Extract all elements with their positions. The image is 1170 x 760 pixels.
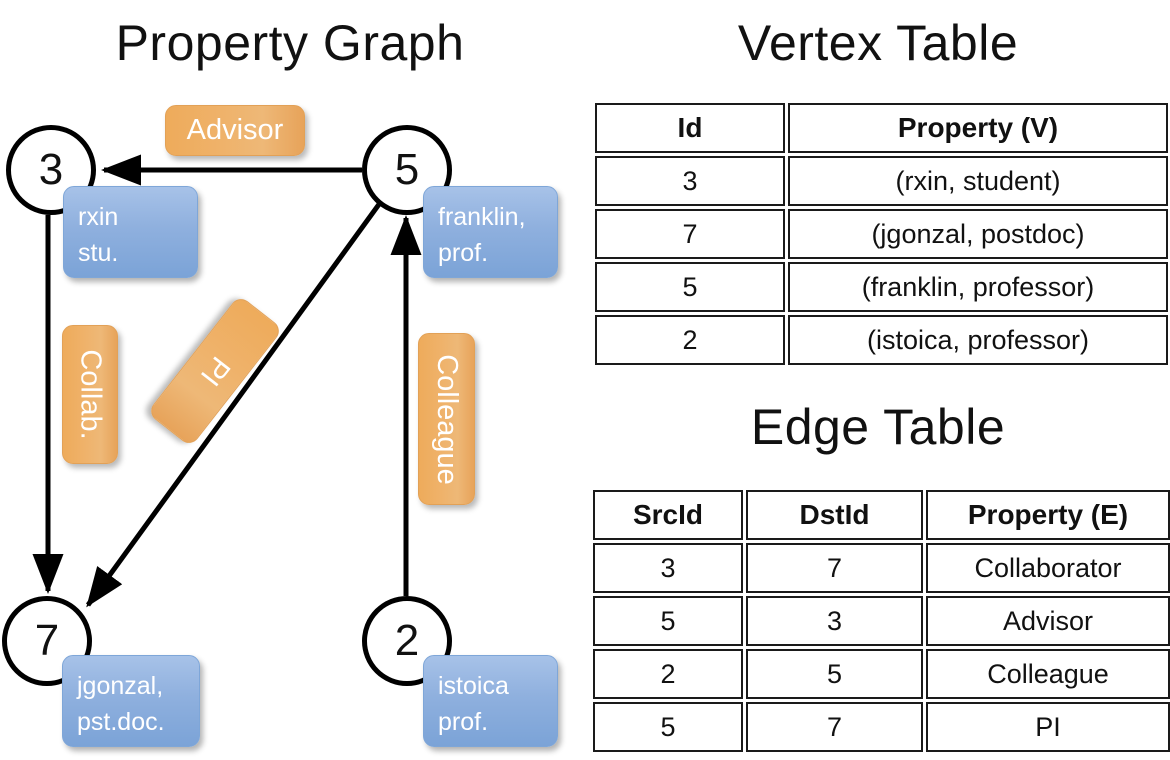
- table-row[interactable]: 2 5 Colleague: [593, 649, 1170, 699]
- node-property-line: prof.: [438, 238, 489, 267]
- graph-node-2[interactable]: 2: [362, 596, 452, 686]
- edge-table: SrcId DstId Property (E) 3 7 Collaborato…: [590, 487, 1170, 755]
- node-property-box-jgonzal: jgonzal, pst.doc.: [62, 655, 200, 747]
- page-title-vertex-table: Vertex Table: [737, 15, 1019, 71]
- graph-node-5[interactable]: 5: [362, 125, 452, 215]
- edge-label-pi-text: PI: [194, 350, 237, 392]
- edge-table-header-dstid: DstId: [746, 490, 923, 540]
- edge-label-colleague-text: Colleague: [431, 353, 464, 485]
- edge-table-cell-property: Collaborator: [926, 543, 1170, 593]
- table-row[interactable]: 5 (franklin, professor): [595, 262, 1168, 312]
- node-property-box-istoica: istoica prof.: [423, 655, 558, 747]
- vertex-table: Id Property (V) 3 (rxin, student) 7 (jgo…: [592, 100, 1170, 368]
- node-property-line: rxin: [78, 203, 119, 231]
- vertex-table-cell-property: (franklin, professor): [788, 262, 1168, 312]
- vertex-table-cell-property: (istoica, professor): [788, 315, 1168, 365]
- edge-table-header-property: Property (E): [926, 490, 1170, 540]
- edge-table-cell-dstid: 3: [746, 596, 923, 646]
- node-property-line: franklin,: [438, 203, 526, 231]
- table-row[interactable]: 2 (istoica, professor): [595, 315, 1168, 365]
- graph-node-7-label: 7: [34, 616, 60, 665]
- page-title-property-graph: Property Graph: [115, 15, 465, 71]
- edge-label-collab-text: Collab.: [74, 349, 107, 440]
- node-property-box-franklin: franklin, prof.: [423, 186, 558, 278]
- vertex-table-cell-id: 7: [595, 209, 785, 259]
- node-property-box-rxin: rxin stu.: [63, 186, 198, 278]
- edge-arrow-pi: [85, 194, 388, 608]
- edge-table-cell-dstid: 7: [746, 543, 923, 593]
- table-header-row: Id Property (V): [595, 103, 1168, 153]
- graph-node-2-label: 2: [394, 616, 420, 665]
- vertex-table-cell-id: 3: [595, 156, 785, 206]
- table-row[interactable]: 5 3 Advisor: [593, 596, 1170, 646]
- vertex-table-header-property: Property (V): [788, 103, 1168, 153]
- table-header-row: SrcId DstId Property (E): [593, 490, 1170, 540]
- table-row[interactable]: 7 (jgonzal, postdoc): [595, 209, 1168, 259]
- edge-label-colleague: Colleague: [418, 333, 475, 505]
- edge-table-cell-dstid: 7: [746, 702, 923, 752]
- vertex-table-cell-property: (rxin, student): [788, 156, 1168, 206]
- node-property-line: pst.doc.: [77, 707, 165, 736]
- graph-node-3-label: 3: [38, 145, 64, 194]
- vertex-table-cell-property: (jgonzal, postdoc): [788, 209, 1168, 259]
- edge-table-header-srcid: SrcId: [593, 490, 743, 540]
- graph-node-5-label: 5: [394, 145, 420, 194]
- node-property-line: istoica: [438, 672, 509, 700]
- edge-table-cell-srcid: 5: [593, 596, 743, 646]
- edge-table-cell-dstid: 5: [746, 649, 923, 699]
- edge-label-advisor: Advisor: [165, 105, 305, 156]
- edge-table-cell-srcid: 2: [593, 649, 743, 699]
- edge-table-cell-property: PI: [926, 702, 1170, 752]
- edge-table-cell-srcid: 3: [593, 543, 743, 593]
- graph-edge-arrows: [32, 154, 422, 608]
- node-property-line: stu.: [78, 238, 119, 267]
- edge-table-cell-property: Colleague: [926, 649, 1170, 699]
- table-row[interactable]: 5 7 PI: [593, 702, 1170, 752]
- vertex-table-header-id: Id: [595, 103, 785, 153]
- node-property-line: prof.: [438, 707, 489, 736]
- property-graph-diagram: 3 5 7 2 rxin stu. franklin, prof. jgonza…: [2, 105, 558, 747]
- edge-table-cell-srcid: 5: [593, 702, 743, 752]
- table-row[interactable]: 3 7 Collaborator: [593, 543, 1170, 593]
- edge-label-advisor-text: Advisor: [186, 114, 284, 146]
- node-property-line: jgonzal,: [77, 672, 164, 700]
- vertex-table-cell-id: 5: [595, 262, 785, 312]
- vertex-table-cell-id: 2: [595, 315, 785, 365]
- edge-label-collab: Collab.: [62, 325, 118, 464]
- table-row[interactable]: 3 (rxin, student): [595, 156, 1168, 206]
- edge-table-cell-property: Advisor: [926, 596, 1170, 646]
- page-title-edge-table: Edge Table: [750, 399, 1006, 455]
